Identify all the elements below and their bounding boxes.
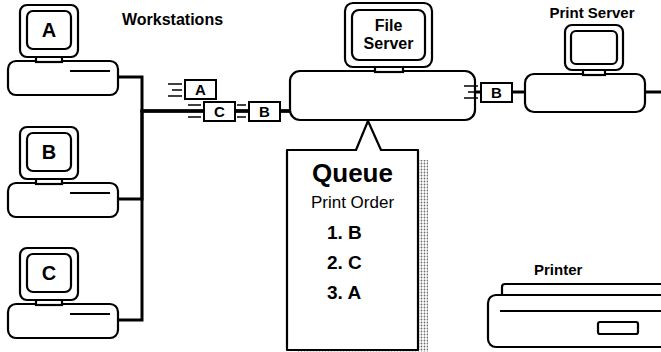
workstation: B	[8, 127, 118, 217]
data-packet: A	[184, 79, 217, 100]
packet-letter: A	[195, 82, 206, 97]
packet-letter: C	[214, 104, 225, 119]
data-packet: B	[480, 82, 513, 103]
file-server: File Server	[290, 3, 475, 120]
workstation-text: C	[27, 254, 71, 292]
network-cable	[118, 111, 290, 199]
queue-callout-text: 2. C	[327, 250, 407, 276]
packet-letter: B	[491, 85, 502, 100]
workstation-text: A	[27, 11, 71, 49]
queue-callout-text: Queue	[291, 158, 414, 190]
group-label: Workstations	[122, 11, 223, 29]
data-packet: B	[248, 101, 281, 122]
workstation: A	[8, 5, 118, 95]
data-packet: C	[203, 101, 236, 122]
network-cable	[118, 111, 290, 320]
workstation-text: B	[27, 133, 71, 171]
printer: Printer	[488, 260, 661, 348]
printer-text: Printer	[534, 260, 614, 280]
queue-callout-text: 3. A	[327, 280, 407, 306]
print-server: Print Server	[525, 3, 645, 112]
workstation: C	[8, 248, 118, 338]
queue-callout: QueuePrint Order 1. B 2. C 3. A	[287, 150, 418, 350]
queue-callout-text: 1. B	[327, 220, 407, 246]
packet-letter: B	[259, 104, 270, 119]
print-server-text: Print Server	[539, 3, 645, 23]
file-server-text: File Server	[352, 10, 425, 60]
queue-callout-text: Print Order	[291, 192, 414, 214]
